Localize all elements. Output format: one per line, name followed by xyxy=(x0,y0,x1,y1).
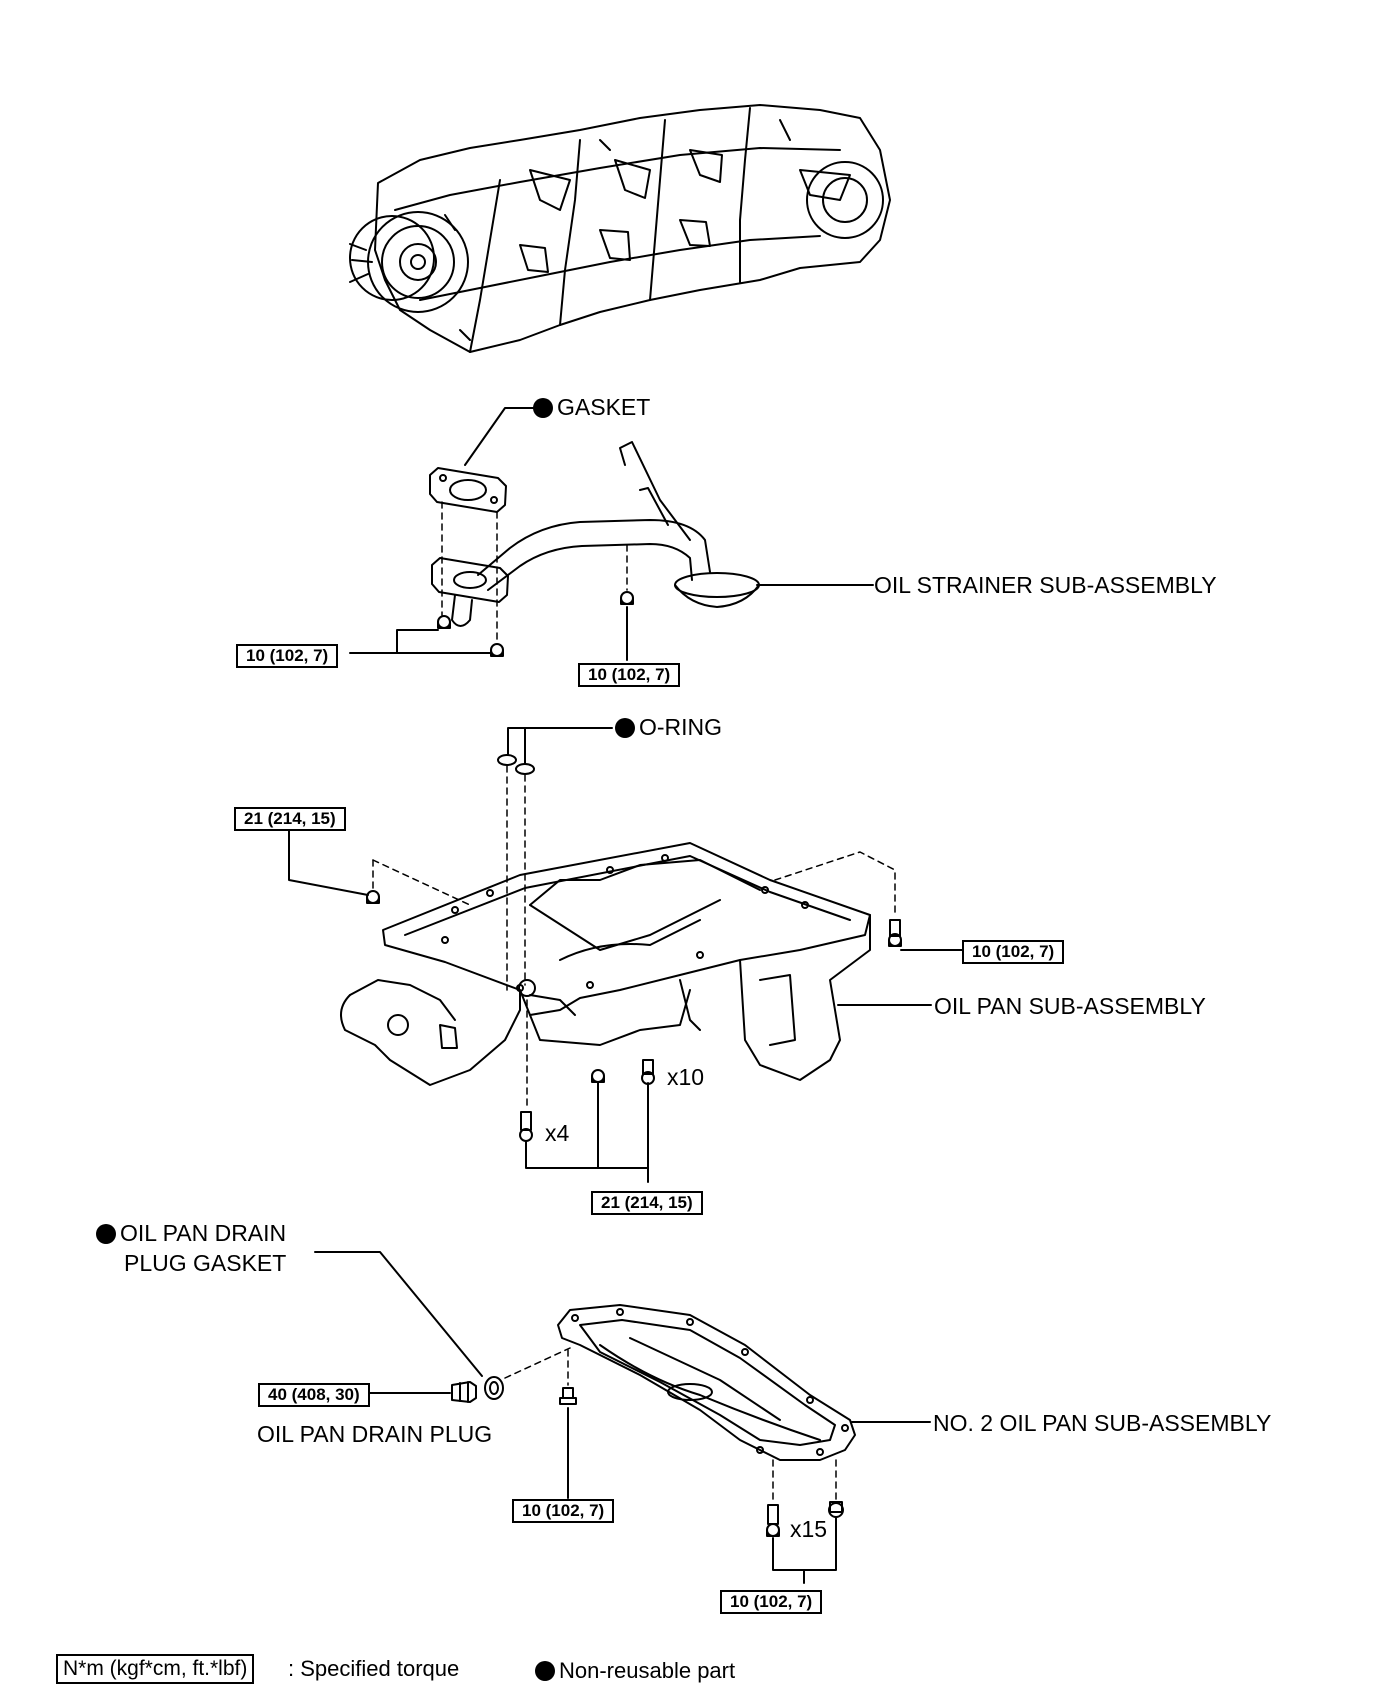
legend-nonreusable: Non-reusable part xyxy=(535,1658,735,1684)
no2-oil-pan-part xyxy=(451,1304,856,1537)
drain-plug-label: OIL PAN DRAIN PLUG xyxy=(257,1421,493,1447)
oil-strainer-label: OIL STRAINER SUB-ASSEMBLY xyxy=(874,572,1217,598)
drain-plug-gasket-label-line2: PLUG GASKET xyxy=(124,1250,287,1276)
gasket-text: GASKET xyxy=(557,394,651,420)
quantity-x15: x15 xyxy=(790,1516,828,1542)
no2-oil-pan-label: NO. 2 OIL PAN SUB-ASSEMBLY xyxy=(933,1410,1272,1436)
o-ring-text: O-RING xyxy=(639,714,723,740)
torque-box-oilpan-bottom: 21 (214, 15) xyxy=(591,1191,703,1215)
torque-box-no2-bottom: 10 (102, 7) xyxy=(720,1590,823,1614)
oil-pan-dashed-lines xyxy=(372,765,896,1109)
o-ring-label: O-RING xyxy=(615,714,722,740)
drain-gasket-text-line1: OIL PAN DRAIN xyxy=(120,1220,287,1246)
torque-box-drain-plug: 40 (408, 30) xyxy=(258,1383,370,1407)
torque-box-oilpan-upper-left: 21 (214, 15) xyxy=(234,807,346,831)
oil-pan-part xyxy=(340,842,902,1142)
legend-nonreusable-text: Non-reusable part xyxy=(559,1658,736,1683)
quantity-x4: x4 xyxy=(545,1120,570,1146)
non-reusable-dot-icon xyxy=(535,1661,555,1681)
torque-box-strainer-left: 10 (102, 7) xyxy=(236,644,339,668)
gasket-part xyxy=(429,467,507,513)
torque-box-oilpan-right: 10 (102, 7) xyxy=(962,940,1065,964)
legend-torque-unit-box: N*m (kgf*cm, ft.*lbf) xyxy=(56,1654,255,1684)
non-reusable-dot-icon xyxy=(533,398,553,418)
oil-strainer-part xyxy=(431,441,760,657)
torque-box-no2-center: 10 (102, 7) xyxy=(512,1499,615,1523)
o-ring-part xyxy=(497,727,613,775)
gasket-label: GASKET xyxy=(533,394,650,420)
oil-pan-label: OIL PAN SUB-ASSEMBLY xyxy=(934,993,1206,1019)
torque-box-strainer-center: 10 (102, 7) xyxy=(578,663,681,687)
legend-torque-text: : Specified torque xyxy=(288,1656,460,1681)
oil-pan-leader-lines xyxy=(288,828,963,1183)
drain-plug-gasket-label: OIL PAN DRAIN xyxy=(96,1220,286,1246)
no2-dashed-lines xyxy=(504,1347,837,1501)
engine-block-illustration xyxy=(349,104,891,353)
non-reusable-dot-icon xyxy=(615,718,635,738)
strainer-dashed-lines xyxy=(441,501,628,644)
no2-leader-lines xyxy=(314,1251,931,1584)
quantity-x10: x10 xyxy=(667,1064,705,1090)
strainer-leader-lines xyxy=(349,407,874,661)
non-reusable-dot-icon xyxy=(96,1224,116,1244)
